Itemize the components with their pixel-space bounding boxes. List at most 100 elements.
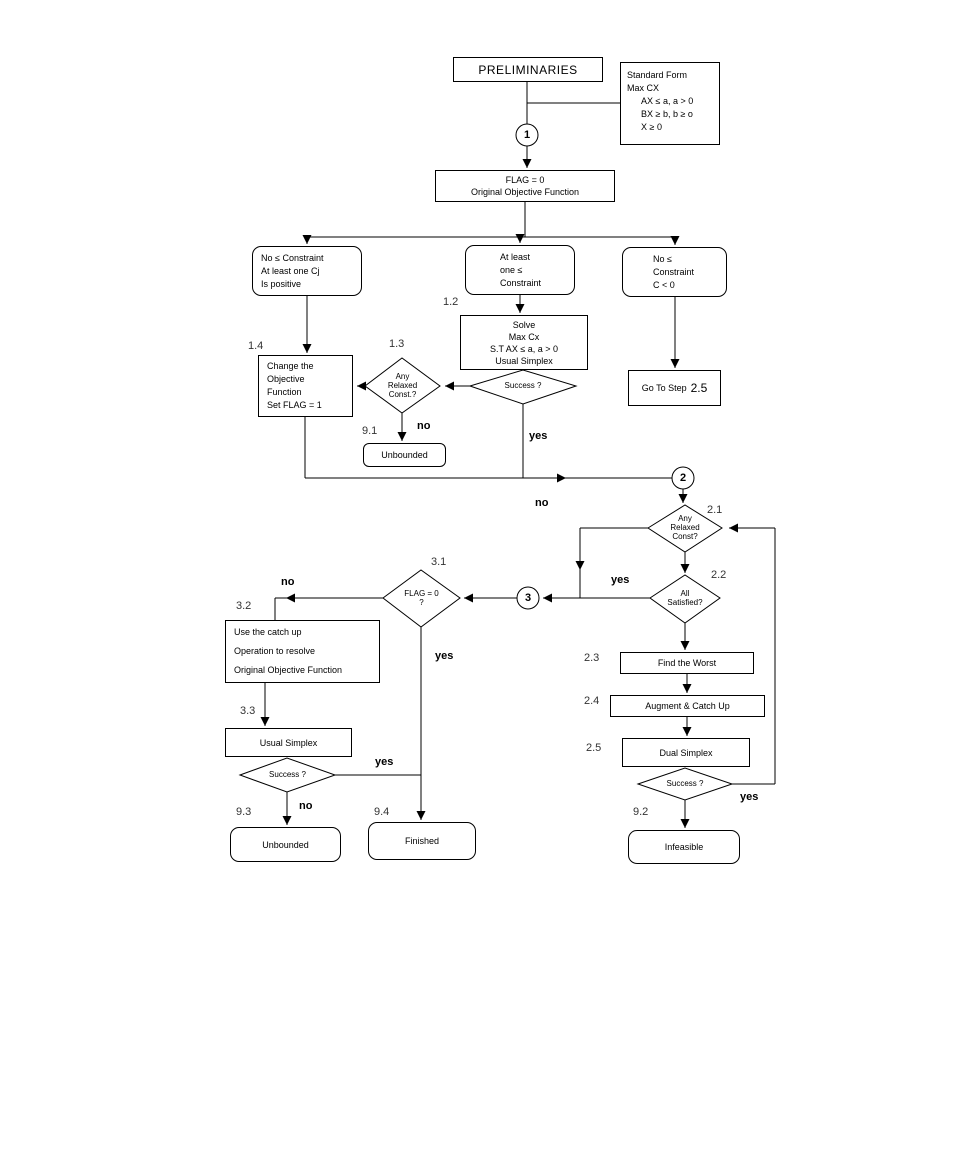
diamond-success-3 <box>238 757 337 793</box>
diamond-2-1-line1: Any <box>678 514 692 523</box>
diamond-1-3-label: Any Relaxed Const.? <box>365 372 440 399</box>
standard-form-line2: Max CX <box>627 83 660 93</box>
label-1-4: 1.4 <box>248 340 264 352</box>
diamond-2-1-line2: Relaxed <box>670 523 700 532</box>
edge-relaxed1-no: no <box>417 420 431 432</box>
label-2-3: 2.3 <box>584 652 600 664</box>
edge-success3-no: no <box>299 800 313 812</box>
node-catch-up-3-2: Use the catch up Operation to resolve Or… <box>225 620 380 683</box>
node-dual-simplex-2-5: Dual Simplex <box>622 738 750 767</box>
change-objective-line2: Objective <box>267 374 305 384</box>
node-unbounded-9-3: Unbounded <box>230 827 341 862</box>
infeasible-label: Infeasible <box>664 842 704 852</box>
diamond-1-3-line2: Relaxed <box>387 381 418 390</box>
diamond-2-1-line3: Const? <box>672 532 698 541</box>
preliminaries-label: PRELIMINARIES <box>478 62 578 77</box>
label-9-3: 9.3 <box>236 806 252 818</box>
label-9-4: 9.4 <box>374 806 390 818</box>
edge-success2-yes: yes <box>740 791 759 803</box>
flag-init-line2: Original Objective Function <box>470 187 580 197</box>
goto-step-number: 2.5 <box>690 381 708 395</box>
standard-form-line3: AX ≤ a, a > 0 <box>641 96 694 106</box>
diamond-any-relaxed-2-1 <box>647 504 723 553</box>
label-3-2: 3.2 <box>236 600 252 612</box>
node-solve-1-2: Solve Max Cx S.T AX ≤ a, a > 0 Usual Sim… <box>460 315 588 370</box>
edge-success1-yes: yes <box>529 430 548 442</box>
goto-prefix: Go To Step <box>641 383 687 393</box>
diamond-2-1-label: Any Relaxed Const? <box>648 514 722 541</box>
node-infeasible-9-2: Infeasible <box>628 830 740 864</box>
solve-line3: S.T AX ≤ a, a > 0 <box>489 343 559 354</box>
edge-flag-yes: yes <box>435 650 454 662</box>
dual-simplex-label: Dual Simplex <box>659 747 713 758</box>
solve-line4: Usual Simplex <box>495 355 553 366</box>
label-2-1: 2.1 <box>707 504 723 516</box>
solve-line2: Max Cx <box>508 331 540 342</box>
label-3-3: 3.3 <box>240 705 256 717</box>
diamond-2-2-label: All Satisfied? <box>650 589 720 607</box>
usual-simplex-label: Usual Simplex <box>259 737 318 748</box>
label-1-2: 1.2 <box>443 296 459 308</box>
find-worst-label: Find the Worst <box>657 658 717 668</box>
node-change-objective-1-4: Change the Objective Function Set FLAG =… <box>258 355 353 417</box>
solve-line1: Solve <box>512 319 536 330</box>
finished-label: Finished <box>404 836 440 846</box>
node-preliminaries: PRELIMINARIES <box>453 57 603 82</box>
standard-form-line4: BX ≥ b, b ≥ o <box>641 109 693 119</box>
change-objective-line3: Function <box>267 387 302 397</box>
catch-up-line2: Operation to resolve <box>234 646 316 656</box>
diamond-2-2-line2: Satisfied? <box>667 598 703 607</box>
unbounded-9-3-label: Unbounded <box>262 839 309 850</box>
label-3-1: 3.1 <box>431 556 447 568</box>
circle-step-2-label: 2 <box>679 472 687 484</box>
circle-step-1-label: 1 <box>523 129 531 141</box>
node-branch-left: No ≤ Constraint At least one Cj Is posit… <box>252 246 362 296</box>
diamond-3-1-label: FLAG = 0 ? <box>383 589 460 607</box>
node-unbounded-9-1: Unbounded <box>363 443 446 467</box>
label-2-5: 2.5 <box>586 742 602 754</box>
circle-step-1 <box>515 123 539 147</box>
diamond-3-1-line1: FLAG = 0 <box>404 589 439 598</box>
diamond-1-3-line1: Any <box>395 372 410 381</box>
unbounded-9-1-label: Unbounded <box>381 450 428 460</box>
diamond-success-1-label: Success ? <box>504 381 542 390</box>
circle-step-3 <box>516 586 540 610</box>
branch-middle-line1: At least <box>500 251 531 262</box>
standard-form-line1: Standard Form <box>627 70 688 80</box>
diamond-flag-check-3-1 <box>382 569 461 628</box>
node-branch-middle: At least one ≤ Constraint <box>465 245 575 295</box>
edge-relaxed2-no: no <box>535 497 549 509</box>
circle-step-3-label: 3 <box>524 592 532 604</box>
branch-left-line1: No ≤ Constraint <box>261 252 324 263</box>
change-objective-line1: Change the <box>267 361 314 371</box>
branch-middle-line2: one ≤ <box>500 264 523 275</box>
label-2-4: 2.4 <box>584 695 600 707</box>
diamond-all-satisfied-2-2 <box>649 574 721 624</box>
circle-step-2 <box>671 466 695 490</box>
catch-up-line3: Original Objective Function <box>234 665 343 675</box>
edge-satisfied-yes: yes <box>611 574 630 586</box>
diamond-success-2-label: Success ? <box>666 779 704 788</box>
node-finished-9-4: Finished <box>368 822 476 860</box>
branch-right-line2: Constraint <box>653 266 695 277</box>
label-2-2: 2.2 <box>711 569 727 581</box>
catch-up-line1: Use the catch up <box>234 627 302 637</box>
diamond-1-3-line3: Const.? <box>388 390 417 399</box>
flag-init-line1: FLAG = 0 <box>505 175 545 185</box>
diamond-success-3-label: Success ? <box>269 770 306 779</box>
edge-flag-no: no <box>281 576 295 588</box>
standard-form-line5: X ≥ 0 <box>641 122 662 132</box>
branch-right-line1: No ≤ <box>653 253 672 264</box>
branch-middle-line3: Constraint <box>500 277 542 288</box>
node-standard-form: Standard Form Max CX AX ≤ a, a > 0 BX ≥ … <box>620 62 720 145</box>
augment-label: Augment & Catch Up <box>645 701 730 711</box>
branch-left-line3: Is positive <box>261 278 302 289</box>
node-branch-right: No ≤ Constraint C < 0 <box>622 247 727 297</box>
node-augment-catch-up-2-4: Augment & Catch Up <box>610 695 765 717</box>
branch-left-line2: At least one Cj <box>261 265 320 276</box>
node-flag-init: FLAG = 0 Original Objective Function <box>435 170 615 202</box>
node-usual-simplex-3-3: Usual Simplex <box>225 728 352 757</box>
label-1-3: 1.3 <box>389 338 405 350</box>
